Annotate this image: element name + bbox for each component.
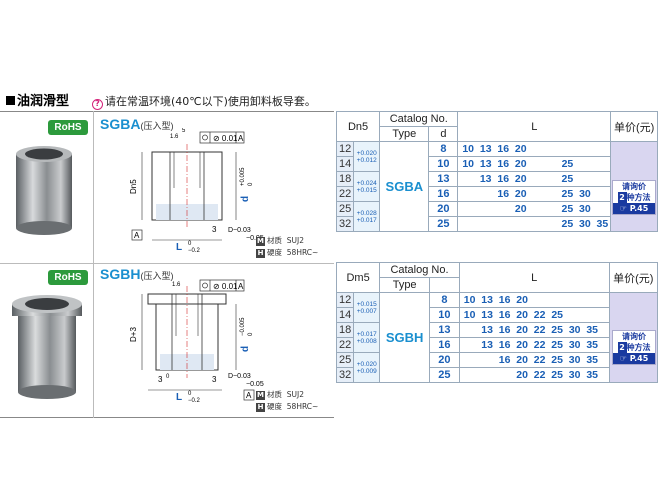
roughness-label: 1.6 — [172, 282, 181, 288]
col-header-D: Dm5 — [335, 262, 381, 293]
sgba-title: SGBA(压入型) — [100, 116, 174, 132]
type-cell: SGBA — [379, 141, 430, 232]
table-row: 22 16 16 20 25 30 — [335, 186, 658, 202]
material-icon: M — [256, 391, 265, 400]
col-header-D: Dn5 — [335, 111, 381, 142]
length-tol-top: 0 — [188, 391, 192, 397]
col-header-catalog: Catalog No. — [379, 262, 460, 278]
length-label: L — [176, 392, 182, 403]
chamfer-3-label: 3 — [212, 375, 217, 384]
panel-divider — [0, 263, 334, 264]
table-row: 18 +0.024 +0.015 13 13 16 20 25 — [335, 171, 658, 202]
chamfer-3-label: 3 — [212, 225, 217, 234]
sgba-product-photo — [16, 146, 72, 235]
rohs-badge: RoHS — [48, 120, 88, 135]
length-label: L — [176, 242, 182, 253]
hardness-icon: H — [256, 249, 265, 258]
outer-tol-label: D−0.03 — [228, 227, 251, 234]
inner-tol-bottom: 0 — [248, 182, 254, 186]
sgbh-spec-table: Dm5 Catalog No. L 单价(元) Type 12 +0.015 +… — [335, 262, 659, 383]
angle-label: 5 — [182, 128, 186, 134]
table-row: 22 16 13 16 20 22 25 30 35 — [335, 337, 658, 353]
flatness-label: ⊘ 0.01 — [213, 134, 238, 143]
datum-box-label: A — [134, 231, 140, 240]
product-panel — [0, 111, 334, 418]
inner-tol-top: −0.005 — [240, 317, 246, 336]
table-row: 12 +0.015 +0.007 SGBH 8 10 13 16 20 — [335, 292, 659, 383]
sgba-spec-table: Dn5 Catalog No. L 单价(元) Type d 12 +0.020… — [335, 111, 658, 232]
sgbh-drawing: ⊘ 0.01 A 1.6 D+3 d −0.005 0 3 0 L 0 −0.2… — [129, 279, 264, 404]
sgba-drawing: ⊘ 0.01 A 1.6 5 Dn5 d +0.005 0 A L 0 −0.2… — [129, 128, 264, 254]
outer-tol-bottom: −0.05 — [246, 235, 264, 242]
table-row: 25 +0.028 +0.017 20 20 25 30 — [335, 201, 658, 232]
length-tol-bottom: −0.2 — [188, 398, 201, 404]
col-header-price: 单价(元) — [608, 262, 659, 293]
table-row: 32 25 25 30 35 — [335, 216, 658, 232]
table-row: 12 +0.020 +0.012 SGBA 8 10 13 16 20 — [335, 141, 658, 232]
inner-diameter-label: d — [240, 196, 251, 202]
datum-box-label: A — [246, 391, 252, 400]
datum-label: A — [238, 134, 244, 143]
length-tol-top: 0 — [188, 241, 192, 247]
flatness-label: ⊘ 0.01 — [213, 282, 238, 291]
col-header-L: L — [458, 262, 610, 293]
section-title: 油润滑型 — [6, 90, 69, 109]
inner-diameter-label: d — [240, 346, 251, 352]
inner-tol-bottom: 0 — [248, 332, 254, 336]
datum-label: A — [238, 282, 244, 291]
panel-column-divider — [93, 111, 94, 418]
type-cell: SGBH — [379, 292, 431, 383]
col-header-catalog: Catalog No. — [379, 111, 459, 127]
rohs-badge: RoHS — [48, 270, 88, 285]
outer-tol-label: D−0.03 — [228, 373, 251, 380]
outer-diameter-label: Dn5 — [129, 179, 138, 194]
col-header-L: L — [457, 111, 612, 142]
bullet-square-icon — [6, 96, 15, 105]
col-header-type: Type — [379, 126, 430, 142]
length-tol-bottom: −0.2 — [188, 248, 201, 254]
sgbh-product-photo — [12, 295, 82, 399]
flange-3-label: 3 — [158, 375, 163, 384]
inner-tol-top: +0.005 — [240, 167, 246, 186]
table-row: 14 10 10 13 16 20 22 25 — [335, 307, 658, 323]
material-icon: M — [256, 237, 265, 246]
flange-diameter-label: D+3 — [129, 327, 138, 342]
usage-note: ?请在常温环境(40℃以下)使用卸料板导套。 — [92, 93, 316, 110]
col-header-d — [429, 277, 460, 293]
roughness-label: 1.6 — [170, 134, 179, 140]
outer-tol-bottom: −0.05 — [246, 381, 264, 388]
note-icon: ? — [92, 99, 103, 110]
table-row: 32 25 20 22 25 30 35 — [335, 367, 658, 383]
col-header-price: 单价(元) — [610, 111, 658, 142]
col-header-type: Type — [379, 277, 431, 293]
flange-tol-label: 0 — [166, 374, 170, 380]
sgbh-title: SGBH(压入型) — [100, 266, 174, 282]
hardness-icon: H — [256, 403, 265, 412]
col-header-d: d — [428, 126, 459, 142]
